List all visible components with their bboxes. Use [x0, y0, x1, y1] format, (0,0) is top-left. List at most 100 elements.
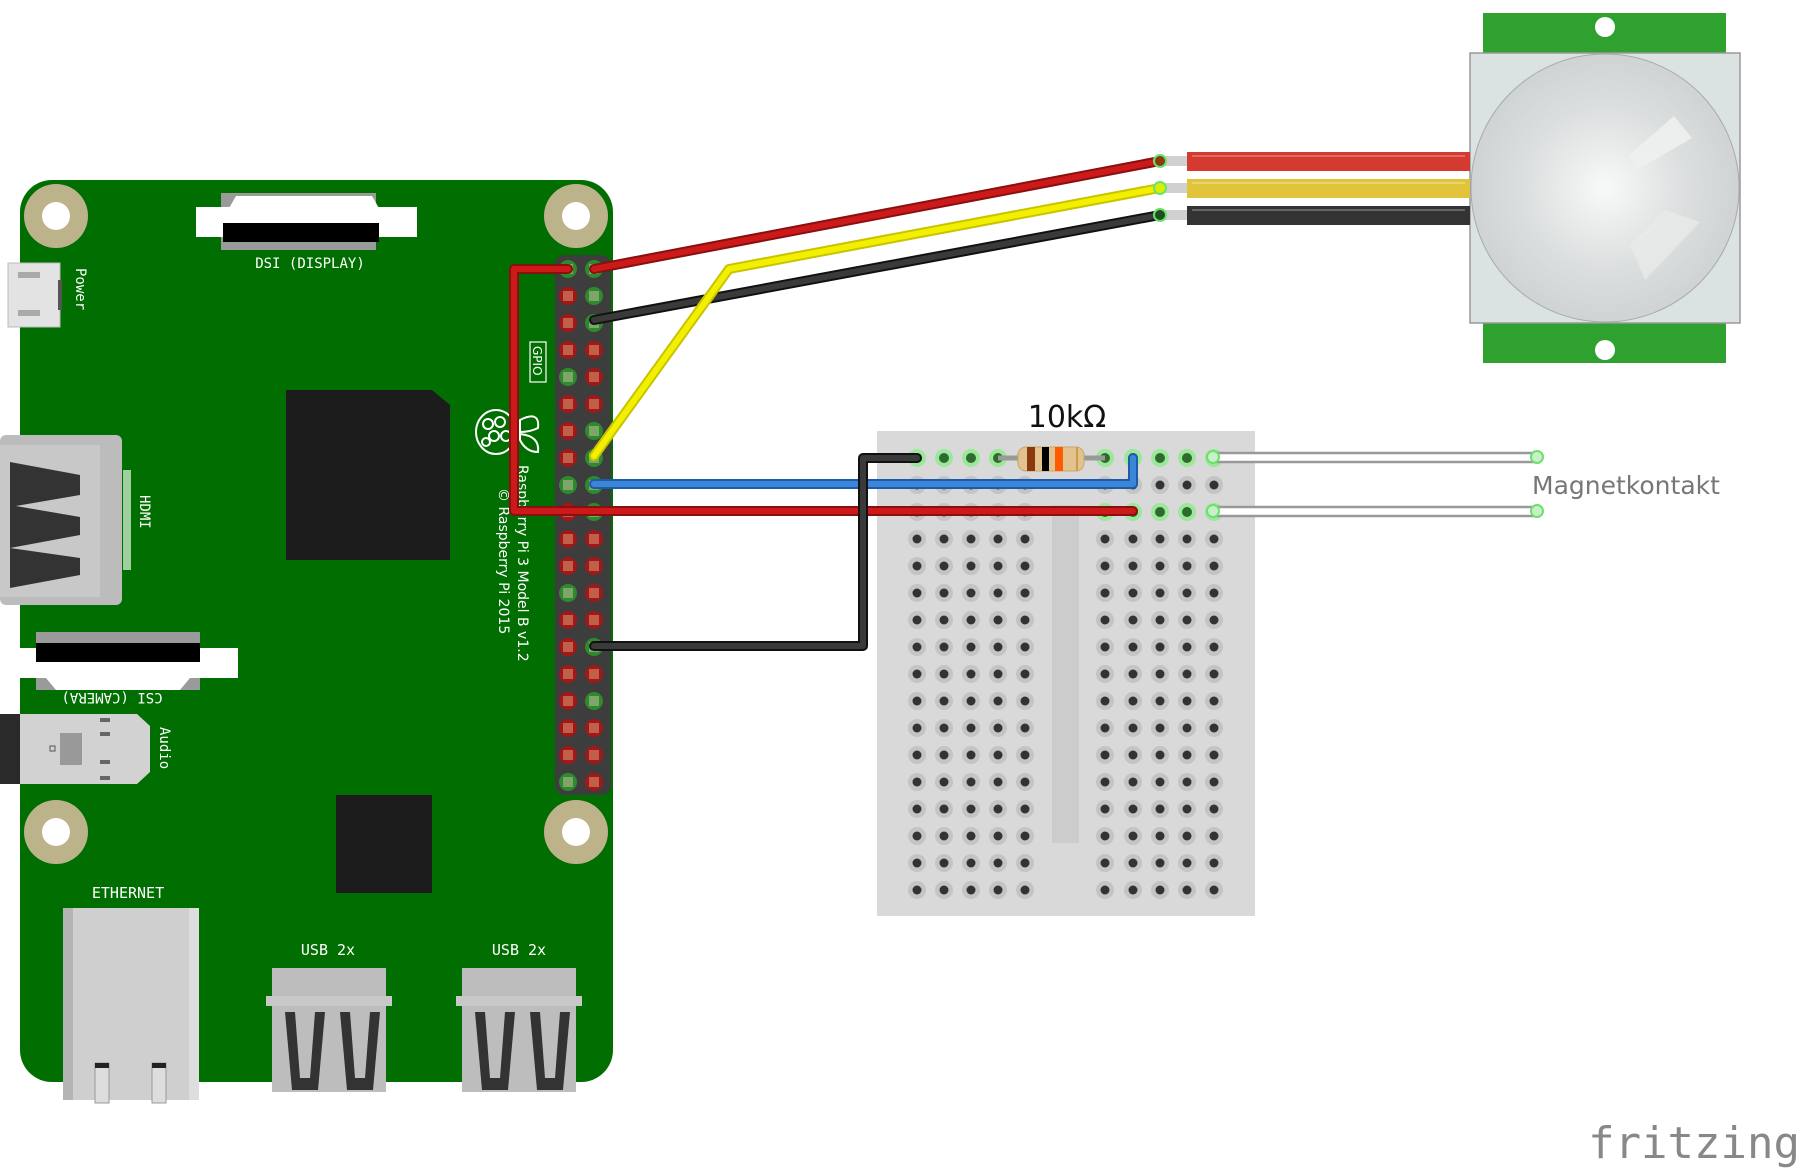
- breadboard-hole[interactable]: [1178, 530, 1196, 548]
- breadboard-hole[interactable]: [989, 665, 1007, 683]
- breadboard-hole[interactable]: [1178, 800, 1196, 818]
- breadboard-hole[interactable]: [1016, 719, 1034, 737]
- breadboard-hole[interactable]: [908, 584, 926, 602]
- breadboard-hole[interactable]: [1178, 665, 1196, 683]
- breadboard-hole[interactable]: [1096, 881, 1114, 899]
- raspberry-pi-board[interactable]: DSI (DISPLAY) Power HDMI CSI (CAMERA): [0, 180, 613, 1104]
- breadboard-hole[interactable]: [1151, 854, 1169, 872]
- gpio-pin[interactable]: [585, 665, 603, 683]
- breadboard-hole[interactable]: [908, 557, 926, 575]
- breadboard-hole[interactable]: [1096, 827, 1114, 845]
- breadboard-hole[interactable]: [1096, 638, 1114, 656]
- breadboard-hole[interactable]: [1016, 584, 1034, 602]
- breadboard-hole[interactable]: [989, 827, 1007, 845]
- breadboard-hole[interactable]: [1096, 557, 1114, 575]
- breadboard-hole[interactable]: [935, 746, 953, 764]
- gpio-pin[interactable]: [559, 638, 577, 656]
- breadboard-hole[interactable]: [908, 773, 926, 791]
- breadboard-hole[interactable]: [908, 692, 926, 710]
- pir-vcc-wire[interactable]: [589, 156, 1165, 274]
- breadboard-hole[interactable]: [1205, 692, 1223, 710]
- breadboard-hole[interactable]: [1178, 692, 1196, 710]
- breadboard-hole[interactable]: [1016, 665, 1034, 683]
- breadboard-hole[interactable]: [935, 530, 953, 548]
- resistor[interactable]: [998, 446, 1105, 472]
- breadboard-hole[interactable]: [1151, 449, 1169, 467]
- gpio-pin[interactable]: [585, 773, 603, 791]
- breadboard-hole[interactable]: [1205, 611, 1223, 629]
- breadboard-hole[interactable]: [989, 800, 1007, 818]
- breadboard-hole[interactable]: [1151, 881, 1169, 899]
- breadboard-hole[interactable]: [962, 800, 980, 818]
- breadboard-hole[interactable]: [1016, 746, 1034, 764]
- breadboard-hole[interactable]: [962, 611, 980, 629]
- breadboard-hole[interactable]: [1205, 827, 1223, 845]
- breadboard-hole[interactable]: [1096, 584, 1114, 602]
- breadboard-hole[interactable]: [1178, 503, 1196, 521]
- gpio-pin[interactable]: [585, 422, 603, 440]
- breadboard-hole[interactable]: [1096, 611, 1114, 629]
- gpio-pin[interactable]: [585, 395, 603, 413]
- gpio-pin[interactable]: [559, 368, 577, 386]
- breadboard-hole[interactable]: [908, 800, 926, 818]
- breadboard-hole[interactable]: [1178, 746, 1196, 764]
- breadboard-hole[interactable]: [1016, 611, 1034, 629]
- breadboard-hole[interactable]: [1096, 692, 1114, 710]
- gpio-pin[interactable]: [559, 476, 577, 494]
- gpio-header[interactable]: [555, 255, 611, 795]
- breadboard-hole[interactable]: [908, 827, 926, 845]
- breadboard-hole[interactable]: [989, 719, 1007, 737]
- breadboard-hole[interactable]: [908, 719, 926, 737]
- pir-out-wire[interactable]: [589, 183, 1165, 461]
- breadboard-hole[interactable]: [1178, 773, 1196, 791]
- gpio-pin[interactable]: [585, 341, 603, 359]
- breadboard-hole[interactable]: [962, 530, 980, 548]
- gpio-pin[interactable]: [585, 584, 603, 602]
- breadboard-hole[interactable]: [1096, 746, 1114, 764]
- breadboard-hole[interactable]: [1124, 557, 1142, 575]
- breadboard-hole[interactable]: [989, 557, 1007, 575]
- breadboard-hole[interactable]: [1016, 773, 1034, 791]
- breadboard[interactable]: [877, 431, 1255, 916]
- gpio-pin[interactable]: [559, 449, 577, 467]
- breadboard-hole[interactable]: [1151, 611, 1169, 629]
- breadboard-hole[interactable]: [1016, 881, 1034, 899]
- breadboard-hole[interactable]: [962, 584, 980, 602]
- gpio-pin[interactable]: [585, 611, 603, 629]
- breadboard-hole[interactable]: [962, 638, 980, 656]
- breadboard-hole[interactable]: [1151, 719, 1169, 737]
- breadboard-hole[interactable]: [908, 611, 926, 629]
- breadboard-hole[interactable]: [935, 881, 953, 899]
- breadboard-hole[interactable]: [989, 746, 1007, 764]
- wires[interactable]: [509, 154, 1167, 651]
- breadboard-hole[interactable]: [1016, 692, 1034, 710]
- breadboard-hole[interactable]: [908, 881, 926, 899]
- gpio-pin[interactable]: [559, 314, 577, 332]
- breadboard-hole[interactable]: [935, 584, 953, 602]
- gpio-pin[interactable]: [585, 287, 603, 305]
- breadboard-hole[interactable]: [1178, 449, 1196, 467]
- breadboard-hole[interactable]: [1178, 719, 1196, 737]
- breadboard-hole[interactable]: [962, 854, 980, 872]
- breadboard-hole[interactable]: [1016, 800, 1034, 818]
- gpio-pin[interactable]: [559, 287, 577, 305]
- breadboard-hole[interactable]: [1124, 800, 1142, 818]
- breadboard-hole[interactable]: [962, 557, 980, 575]
- reed-switch[interactable]: [1206, 450, 1544, 518]
- breadboard-hole[interactable]: [1124, 854, 1142, 872]
- breadboard-hole[interactable]: [1016, 638, 1034, 656]
- gpio-pin[interactable]: [559, 530, 577, 548]
- gpio-pin[interactable]: [585, 530, 603, 548]
- breadboard-hole[interactable]: [989, 530, 1007, 548]
- breadboard-hole[interactable]: [962, 881, 980, 899]
- breadboard-hole[interactable]: [1096, 854, 1114, 872]
- breadboard-hole[interactable]: [1124, 881, 1142, 899]
- breadboard-hole[interactable]: [1151, 476, 1169, 494]
- breadboard-hole[interactable]: [1151, 503, 1169, 521]
- pir-sensor[interactable]: [1160, 13, 1741, 363]
- breadboard-hole[interactable]: [1124, 584, 1142, 602]
- breadboard-hole[interactable]: [1096, 530, 1114, 548]
- breadboard-hole[interactable]: [989, 854, 1007, 872]
- breadboard-hole[interactable]: [1205, 665, 1223, 683]
- breadboard-hole[interactable]: [935, 773, 953, 791]
